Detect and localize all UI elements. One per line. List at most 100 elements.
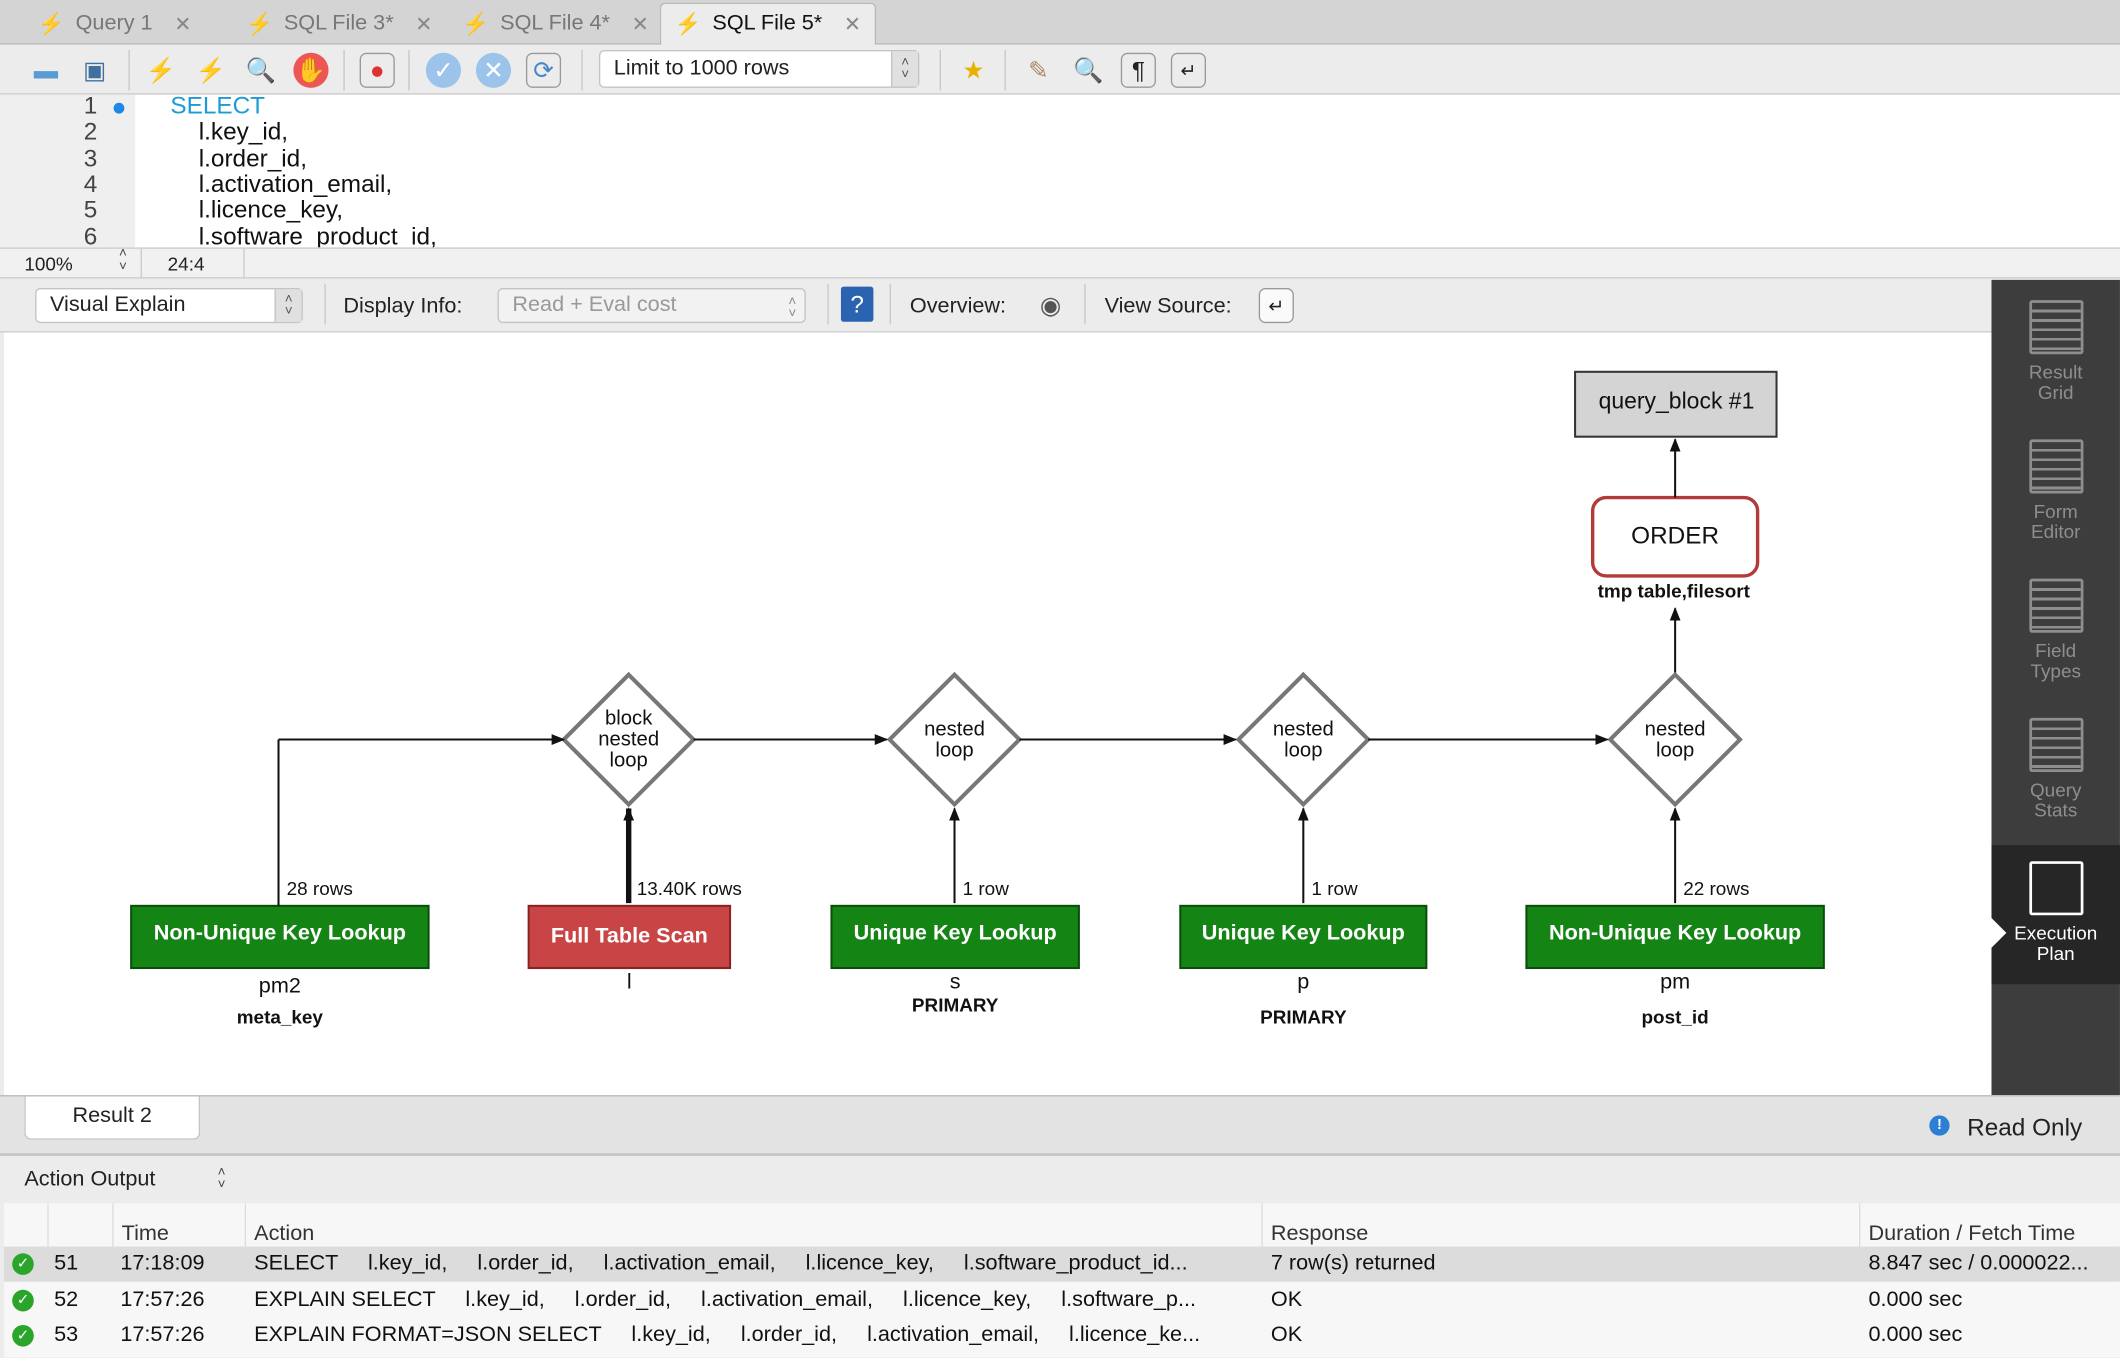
zoom-stepper-icon[interactable]: ˄˅ [118, 246, 127, 275]
column-header-duration[interactable]: Duration / Fetch Time [1859, 1203, 2120, 1247]
stepper-icon[interactable]: ˄˅ [217, 1165, 226, 1193]
execute-icon[interactable]: ⚡ [145, 56, 177, 84]
key-name-label: meta_key [237, 1007, 324, 1028]
close-icon[interactable]: ✕ [631, 12, 649, 36]
code-line[interactable]: l.software_product_id, [198, 222, 437, 248]
line-number: 3 [83, 144, 98, 172]
save-image-icon[interactable]: ? [840, 286, 874, 322]
sidebar-item-label: Field Types [2030, 639, 2081, 682]
lightning-icon: ⚡ [462, 12, 490, 36]
wrap-icon[interactable]: ↵ [1170, 52, 1206, 88]
limit-rows-select[interactable]: Limit to 1000 rows˄˅ [598, 50, 920, 88]
close-icon[interactable]: ✕ [174, 12, 192, 36]
table-access-node[interactable] [1525, 904, 1825, 970]
autocommit-icon[interactable]: ⟳ [525, 52, 562, 88]
beautify-icon[interactable]: ✎ [1028, 56, 1049, 84]
join-node[interactable] [886, 671, 1023, 808]
line-number: 1 [83, 94, 98, 119]
row-count-label: 1 row [963, 879, 1010, 900]
display-info-label: Display Info: [343, 294, 463, 318]
table-name-label: pm2 [259, 972, 301, 997]
access-type-label: Unique Key Lookup [1202, 920, 1405, 945]
key-name-label: PRIMARY [1260, 1007, 1347, 1028]
tab-sql-file-4[interactable]: ⚡SQL File 4*✕ [462, 11, 649, 36]
save-icon[interactable]: ▣ [83, 56, 107, 84]
column-header-response[interactable]: Response [1261, 1203, 1859, 1247]
table-access-node[interactable] [1179, 904, 1428, 970]
results-tab-bar: Result 2 ! Read Only [0, 1095, 2120, 1156]
view-mode-select[interactable]: Visual Explain˄˅ [35, 287, 303, 324]
bookmark-icon[interactable]: ★ [962, 56, 985, 84]
display-info-select[interactable]: Read + Eval cost˄˅ [497, 287, 806, 324]
find-icon[interactable]: 🔍 [1073, 56, 1104, 84]
active-indicator-icon [1991, 918, 2007, 948]
tab-result-2[interactable]: Result 2 [24, 1096, 201, 1140]
close-icon[interactable]: ✕ [415, 12, 433, 36]
table-name-label: s [950, 968, 961, 993]
statement-marker-icon [113, 102, 125, 114]
commit-icon[interactable]: ✓ [425, 52, 462, 88]
explain-icon[interactable]: 🔍 [245, 56, 277, 84]
view-source-icon[interactable]: ↵ [1258, 287, 1294, 324]
sidebar-item-form-editor[interactable]: Form Editor [1991, 423, 2119, 562]
code-line[interactable]: l.licence_key, [198, 196, 344, 224]
sidebar-item-field-types[interactable]: Field Types [1991, 562, 2119, 701]
sidebar-item-result-grid[interactable]: Result Grid [1991, 284, 2119, 423]
line-number: 5 [83, 196, 98, 224]
code-line[interactable]: l.key_id, [198, 118, 289, 146]
open-folder-icon[interactable]: ▬ [33, 56, 59, 84]
table-row[interactable]: ✓ 52 17:57:26 EXPLAIN SELECT l.key_id, l… [4, 1282, 2120, 1318]
info-icon: ! [1929, 1115, 1950, 1136]
table-row[interactable]: ✓ 53 17:57:26 EXPLAIN FORMAT=JSON SELECT… [4, 1318, 2120, 1354]
editor-status-bar: 100% ˄˅ 24:4 [0, 246, 2120, 279]
close-icon[interactable]: ✕ [843, 13, 861, 37]
rollback-icon[interactable]: ✕ [475, 52, 512, 88]
join-node[interactable] [1235, 671, 1372, 808]
table-row[interactable]: ✓ 51 17:18:09 SELECT l.key_id, l.order_i… [4, 1246, 2120, 1282]
code-line[interactable]: l.activation_email, [198, 170, 393, 198]
success-icon: ✓ [12, 1289, 34, 1311]
cursor-position: 24:4 [167, 252, 205, 275]
output-type-select[interactable]: Action Output [24, 1168, 156, 1192]
tab-sql-file-5[interactable]: ⚡SQL File 5*✕ [659, 2, 877, 45]
output-selector-bar: Action Output ˄˅ [0, 1155, 2120, 1204]
result-icon [2028, 300, 2083, 355]
line-number: 6 [83, 222, 98, 248]
invisible-chars-icon[interactable]: ¶ [1120, 52, 1156, 88]
code-line[interactable]: l.order_id, [198, 144, 307, 172]
table-access-node[interactable] [527, 904, 732, 970]
stop-icon[interactable]: ✋ [293, 52, 329, 88]
toggle-error-icon[interactable]: ● [359, 52, 395, 88]
stepper-icon: ˄˅ [274, 289, 302, 322]
access-type-label: Full Table Scan [551, 922, 708, 947]
query-icon [2028, 717, 2083, 772]
join-node[interactable] [560, 671, 697, 808]
execute-current-icon[interactable]: ⚡ [195, 56, 227, 84]
join-node[interactable] [1607, 671, 1743, 808]
success-icon: ✓ [12, 1324, 34, 1347]
access-type-label: Non-Unique Key Lookup [1549, 920, 1801, 945]
column-header-action[interactable]: Action [244, 1203, 1262, 1247]
table-name-label: l [627, 968, 632, 993]
code-line[interactable]: SELECT [170, 94, 266, 119]
table-access-node[interactable] [130, 904, 430, 970]
view-source-label: View Source: [1104, 294, 1232, 318]
query-block-node[interactable] [1574, 370, 1778, 438]
tab-query-1[interactable]: ⚡Query 1✕ [37, 11, 192, 36]
form-icon [2028, 439, 2083, 494]
sidebar-item-execution-plan[interactable]: Execution Plan [1991, 845, 2120, 985]
tab-sql-file-3[interactable]: ⚡SQL File 3*✕ [246, 11, 433, 36]
sidebar-item-query-stats[interactable]: Query Stats [1991, 702, 2119, 841]
table-name-label: pm [1660, 968, 1690, 993]
column-header-time[interactable]: Time [112, 1203, 244, 1247]
zoom-level[interactable]: 100% [24, 252, 73, 275]
line-number: 4 [83, 170, 98, 198]
overview-eye-icon[interactable]: ◉ [1039, 291, 1062, 319]
table-access-node[interactable] [830, 904, 1080, 970]
